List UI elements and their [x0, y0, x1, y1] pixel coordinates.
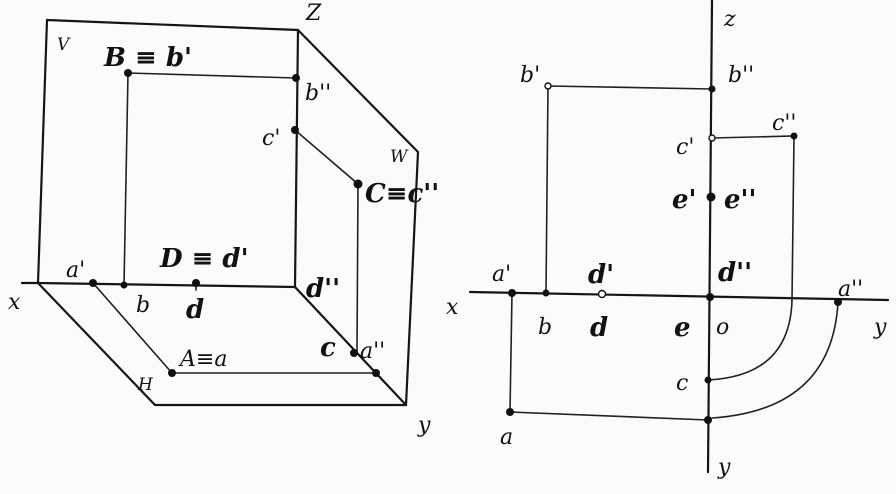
z-y-axis [706, 0, 714, 474]
label-b-prime-right: b' [520, 63, 540, 88]
label-x-right: x [446, 295, 459, 320]
label-a-equiv-a: A≡a [178, 347, 227, 372]
a-transfer-arc [711, 301, 839, 419]
label-b-double-prime-right: b'' [728, 63, 754, 88]
label-d-double-prime-right: d'' [718, 258, 752, 288]
point-d-prime-right [597, 289, 607, 299]
label-v: V [57, 35, 71, 55]
label-x-left: x [8, 290, 21, 315]
point-c-prime-right [708, 134, 716, 142]
label-e-right: e [674, 313, 691, 343]
label-c-equiv-c-double-prime: C≡c'' [365, 179, 439, 209]
orthographic-view: z x y y b' b'' c' c'' e' e'' a' d' d'' a… [446, 0, 890, 480]
spatial-view: Z V W x y H B ≡ b' b'' c' C≡c'' a' D ≡ d… [8, 1, 439, 438]
b-projector-lines [123, 72, 297, 286]
label-y-left: y [417, 413, 431, 438]
point-a-on-y-right [704, 416, 712, 424]
label-b-left: b [136, 293, 150, 318]
label-e-prime-right: e' [672, 185, 697, 215]
x-y-axis [468, 290, 890, 302]
point-a-right [506, 408, 514, 416]
point-b-double-prime-right [708, 85, 716, 93]
point-c [350, 349, 358, 357]
point-c-double-prime-right [790, 132, 798, 140]
label-h: H [137, 375, 154, 395]
label-d-right: d [590, 313, 608, 343]
label-d-double-prime-left: d'' [306, 274, 340, 304]
point-a-double-prime-right [834, 298, 842, 306]
label-z-left: Z [305, 1, 322, 26]
label-d-prime-right: d' [588, 260, 614, 290]
label-c-right: c [676, 371, 688, 396]
label-c-double-prime-right: c'' [772, 111, 796, 136]
point-a [168, 369, 176, 377]
w-plane-outline [293, 28, 420, 407]
label-b-double-prime: b'' [305, 81, 331, 106]
label-y-bottom: y [717, 455, 731, 480]
label-a-double-prime-right: a'' [838, 277, 863, 302]
label-z-right: z [723, 7, 736, 32]
point-c-double-prime [353, 179, 363, 189]
label-c-left: c [320, 333, 336, 363]
label-b-right: b [538, 315, 552, 340]
label-b-equiv-b-prime: B ≡ b' [103, 43, 192, 73]
h-plane-outline [36, 281, 408, 407]
label-a-right: a [500, 425, 513, 450]
point-c-prime [291, 126, 299, 134]
label-d-left: d [186, 295, 204, 325]
label-o-right: o [716, 315, 729, 340]
b-projector-lines-right [545, 85, 713, 293]
point-b-prime-right [544, 82, 552, 90]
point-e-right [706, 192, 716, 202]
label-d-equiv-d-prime: D ≡ d' [159, 244, 249, 274]
label-a-prime-right: a' [492, 262, 511, 287]
point-a-double-prime [372, 369, 380, 377]
point-b-on-x [120, 281, 128, 289]
point-d-prime [192, 279, 200, 287]
point-a-prime [89, 279, 97, 287]
point-b-right [542, 289, 550, 297]
label-y-right: y [873, 315, 887, 340]
point-d-double-prime-right [706, 293, 714, 301]
label-a-prime-left: a' [66, 258, 85, 283]
label-w: W [390, 147, 409, 167]
point-b-prime [124, 69, 132, 77]
point-c-right [704, 376, 712, 384]
label-e-double-prime-right: e'' [724, 185, 756, 215]
label-a-double-prime-left: a'' [360, 339, 385, 364]
label-c-prime: c' [262, 126, 280, 151]
point-b-double-prime [292, 74, 300, 82]
point-a-prime-right [508, 289, 516, 297]
c-transfer-arc [707, 299, 793, 381]
label-c-prime-right: c' [676, 135, 694, 160]
